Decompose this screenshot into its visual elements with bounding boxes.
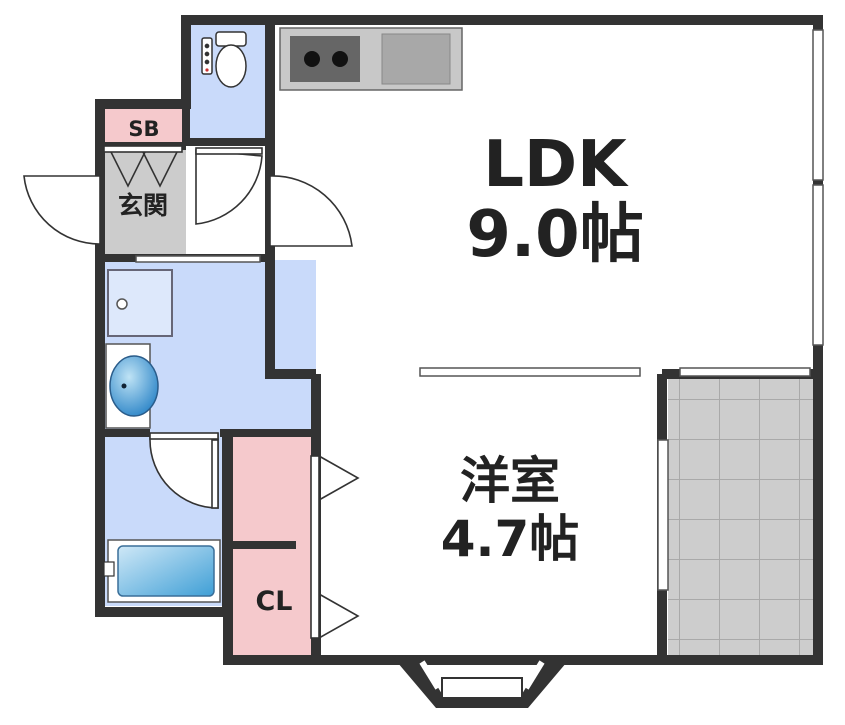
kitchen-counter [279, 27, 463, 91]
shower-pan-icon [107, 269, 173, 337]
doors [23, 145, 360, 639]
sink-icon [381, 33, 451, 85]
ldk-name: LDK [483, 128, 627, 202]
western-room-name: 洋室 [460, 452, 560, 510]
western-room [316, 374, 662, 656]
windows [135, 29, 824, 591]
storage-box-label: SB [128, 117, 160, 141]
entrance-label: 玄関 [117, 191, 168, 220]
closet-label: CL [255, 586, 293, 617]
bay-window [392, 656, 572, 708]
balcony [668, 374, 818, 656]
western-room-label: 洋室 4.7帖 [410, 452, 610, 568]
stove-icon [290, 36, 360, 82]
bathtub-icon [103, 539, 221, 603]
washbasin-icon [105, 343, 159, 429]
ldk-size: 9.0帖 [466, 198, 644, 272]
storage-box [100, 108, 186, 144]
toilet-icon [201, 31, 247, 88]
ldk-label: LDK 9.0帖 [440, 130, 670, 270]
western-room-size: 4.7帖 [440, 510, 580, 568]
